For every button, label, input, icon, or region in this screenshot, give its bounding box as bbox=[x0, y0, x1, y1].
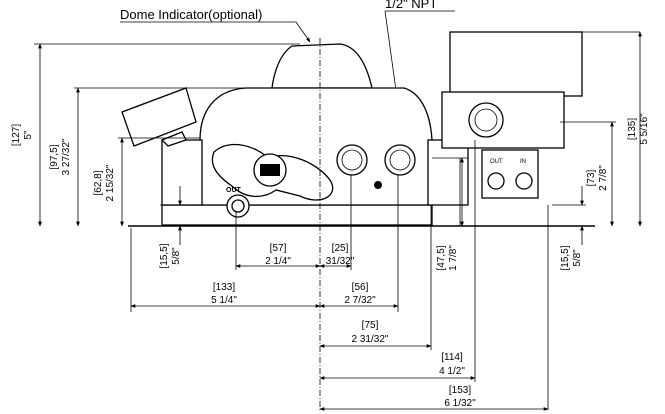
svg-text:5/8": 5/8" bbox=[171, 247, 182, 265]
dome-indicator-callout: Dome Indicator(optional) bbox=[120, 7, 311, 43]
svg-text:3 27/32": 3 27/32" bbox=[61, 138, 72, 175]
svg-text:31/32": 31/32" bbox=[326, 256, 355, 267]
svg-text:5 1/4": 5 1/4" bbox=[211, 295, 237, 306]
dim-25: [25] 31/32" bbox=[319, 243, 355, 268]
npt-port-left bbox=[336, 144, 368, 176]
svg-text:2 31/32": 2 31/32" bbox=[352, 334, 389, 345]
svg-text:[25]: [25] bbox=[332, 243, 349, 254]
cover-clip bbox=[160, 131, 187, 147]
svg-text:4 1/2": 4 1/2" bbox=[439, 366, 465, 377]
svg-text:[133]: [133] bbox=[213, 282, 235, 293]
svg-text:[127]: [127] bbox=[11, 124, 22, 146]
svg-text:5/8": 5/8" bbox=[572, 249, 583, 267]
svg-text:[153]: [153] bbox=[449, 385, 471, 396]
svg-text:1 7/8": 1 7/8" bbox=[448, 245, 459, 271]
svg-text:[47,5]: [47,5] bbox=[436, 245, 447, 270]
solenoid-cover bbox=[449, 31, 583, 97]
svg-text:[75]: [75] bbox=[362, 320, 379, 331]
svg-text:6 1/32": 6 1/32" bbox=[444, 398, 476, 409]
svg-text:2 15/32": 2 15/32" bbox=[105, 164, 116, 201]
svg-text:[15,5]: [15,5] bbox=[560, 245, 571, 270]
dim-62-8: [62,8] 2 15/32" bbox=[93, 137, 124, 227]
dim-47-5: [47,5] 1 7/8" bbox=[436, 157, 464, 271]
svg-text:2 7/32": 2 7/32" bbox=[344, 295, 376, 306]
angled-cover bbox=[121, 87, 197, 147]
out-port-label: OUT bbox=[226, 187, 242, 194]
dim-114: [114] 4 1/2" bbox=[319, 352, 476, 380]
dim-133: [133] 5 1/4" bbox=[130, 282, 321, 308]
out-port-inner bbox=[231, 199, 245, 213]
out-fitting-label: OUT bbox=[490, 159, 503, 165]
dim-135: [135] 5 5/16" bbox=[627, 31, 650, 227]
solenoid-module: OUT IN bbox=[441, 31, 583, 199]
dim-15-5-right: [15,5] 5/8" bbox=[560, 186, 584, 271]
svg-text:5": 5" bbox=[23, 130, 34, 140]
svg-text:[114]: [114] bbox=[441, 352, 463, 363]
left-housing-block bbox=[161, 139, 203, 206]
out-fitting bbox=[487, 172, 505, 190]
dome-indicator-label: Dome Indicator(optional) bbox=[120, 7, 262, 22]
dim-75: [75] 2 31/32" bbox=[319, 320, 432, 348]
svg-text:[15,5]: [15,5] bbox=[159, 243, 170, 268]
dim-73: [73] 2 7/8" bbox=[586, 121, 614, 227]
dim-153: [153] 6 1/32" bbox=[319, 385, 549, 411]
in-out-block bbox=[481, 149, 539, 199]
base-plate bbox=[161, 204, 433, 226]
positioner-body: OUT bbox=[121, 43, 469, 218]
solenoid-port bbox=[468, 102, 504, 138]
svg-text:2 7/8": 2 7/8" bbox=[598, 165, 609, 191]
dim-127: [127] 5" bbox=[11, 43, 42, 227]
svg-text:[57]: [57] bbox=[270, 243, 287, 254]
in-fitting-label: IN bbox=[520, 159, 526, 165]
dim-15-5-left: [15,5] 5/8" bbox=[159, 186, 182, 269]
svg-text:[135]: [135] bbox=[627, 118, 638, 140]
svg-text:5 5/16": 5 5/16" bbox=[639, 113, 650, 145]
dome-indicator bbox=[271, 43, 373, 89]
npt-label: 1/2" NPT bbox=[385, 0, 437, 11]
svg-text:[62,8]: [62,8] bbox=[93, 170, 104, 195]
svg-text:2 1/4": 2 1/4" bbox=[265, 256, 291, 267]
dim-56: [56] 2 7/32" bbox=[319, 282, 399, 308]
svg-text:[56]: [56] bbox=[352, 282, 369, 293]
svg-text:[97,5]: [97,5] bbox=[49, 144, 60, 169]
brand-logo-plate bbox=[260, 164, 280, 176]
dim-97-5: [97,5] 3 27/32" bbox=[49, 87, 80, 227]
in-fitting bbox=[515, 172, 533, 190]
svg-text:[73]: [73] bbox=[586, 169, 597, 186]
dim-57: [57] 2 1/4" bbox=[235, 243, 321, 268]
ground-symbol bbox=[374, 181, 382, 189]
npt-port-right bbox=[384, 144, 416, 176]
